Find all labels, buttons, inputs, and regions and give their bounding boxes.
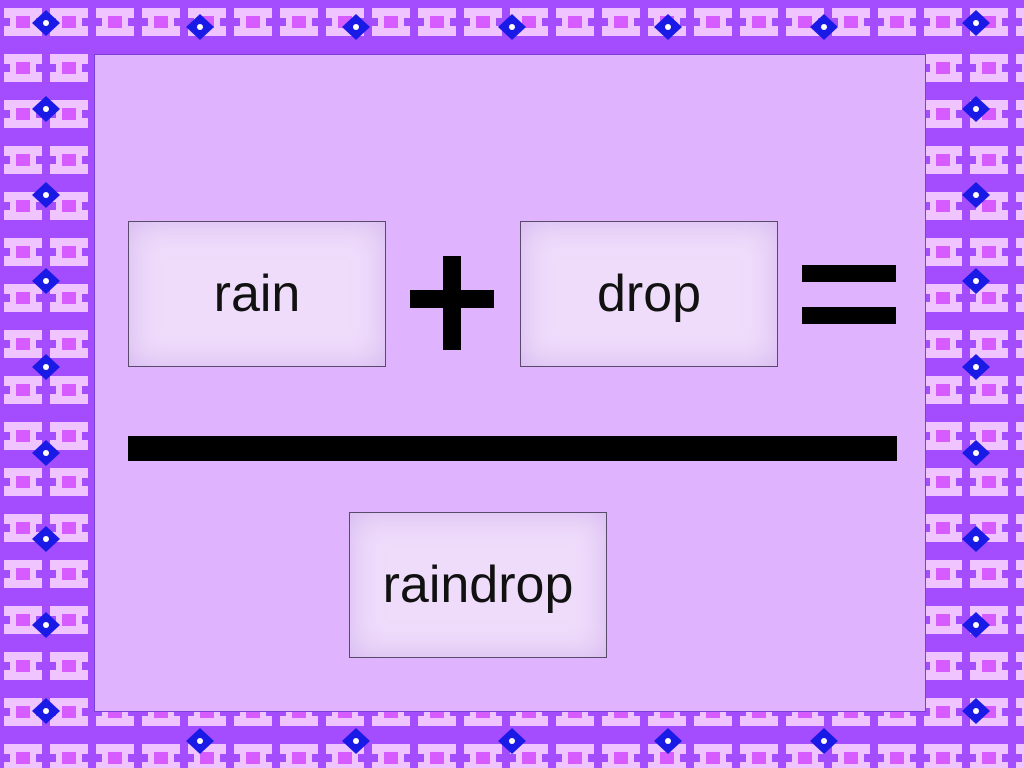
answer-line-divider — [128, 436, 897, 461]
compound-word-label: raindrop — [382, 556, 574, 614]
equals-icon — [802, 265, 896, 282]
equals-icon-bottom-stroke — [802, 307, 896, 324]
first-word-label: rain — [213, 265, 301, 323]
compound-word-card: raindrop — [349, 512, 607, 658]
second-word-card: drop — [520, 221, 778, 367]
plus-icon-vertical-stroke — [443, 256, 461, 350]
first-word-card: rain — [128, 221, 386, 367]
second-word-label: drop — [596, 265, 702, 323]
